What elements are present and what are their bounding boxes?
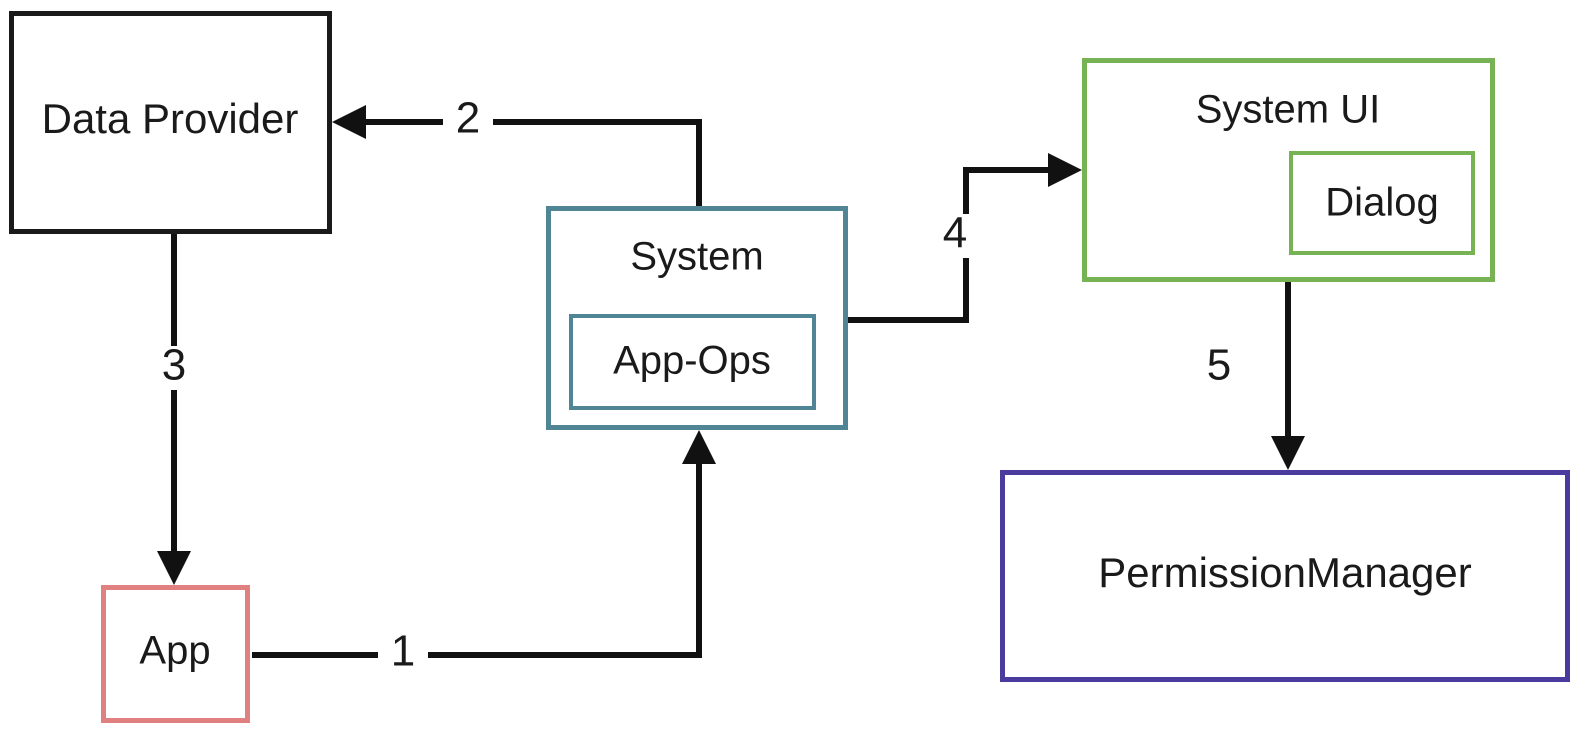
node-label-app-ops: App-Ops [613, 339, 771, 383]
edges-layer [157, 105, 1305, 658]
edge-label-group-2: 2 [443, 94, 493, 143]
arrowhead-icon [1048, 153, 1082, 187]
node-label-data-provider: Data Provider [42, 95, 299, 142]
node-dialog[interactable]: Dialog [1289, 151, 1475, 255]
edge-label-5: 5 [1207, 341, 1231, 390]
node-box-data-provider[interactable] [9, 11, 332, 234]
node-app[interactable]: App [101, 585, 250, 723]
edge-2 [332, 105, 702, 206]
node-permission-manager[interactable]: PermissionManager [1000, 470, 1570, 682]
arrowhead-icon [157, 551, 191, 585]
node-label-app: App [139, 629, 210, 673]
edge-label-2: 2 [456, 94, 480, 143]
edge-5 [1271, 282, 1305, 470]
node-app-ops[interactable]: App-Ops [569, 314, 816, 410]
edge-label-group-1: 1 [378, 627, 428, 676]
edge-line-1 [252, 448, 702, 658]
arrowhead-icon [332, 105, 366, 139]
edge-label-group-5: 5 [1196, 341, 1244, 390]
arrowhead-icon [1271, 436, 1305, 470]
edge-3 [157, 234, 191, 585]
edge-1 [252, 430, 716, 658]
edge-label-backdrop [378, 632, 428, 676]
edge-label-group-4: 4 [932, 209, 980, 258]
arrowhead-icon [682, 430, 716, 464]
edge-label-group-3: 3 [150, 341, 200, 390]
edge-label-1: 1 [391, 627, 415, 676]
edge-label-4: 4 [943, 209, 967, 258]
node-box-app-ops[interactable] [569, 314, 816, 410]
edge-label-backdrop [1196, 346, 1244, 390]
edge-label-backdrop [150, 346, 200, 390]
edge-label-backdrop [932, 214, 980, 258]
node-box-permission-manager[interactable] [1000, 470, 1570, 682]
node-box-dialog[interactable] [1289, 151, 1475, 255]
node-label-dialog: Dialog [1325, 181, 1438, 225]
node-label-system-ui: System UI [1196, 88, 1380, 132]
node-box-app[interactable] [101, 585, 250, 723]
node-data-provider[interactable]: Data Provider [9, 11, 332, 234]
edge-line-2 [352, 119, 702, 206]
edge-labels-layer: 1 2 3 4 5 [150, 94, 1244, 676]
edge-label-3: 3 [162, 341, 186, 390]
node-label-system: System [630, 235, 763, 279]
node-label-permission-manager: PermissionManager [1098, 549, 1472, 596]
edge-label-backdrop [443, 99, 493, 143]
